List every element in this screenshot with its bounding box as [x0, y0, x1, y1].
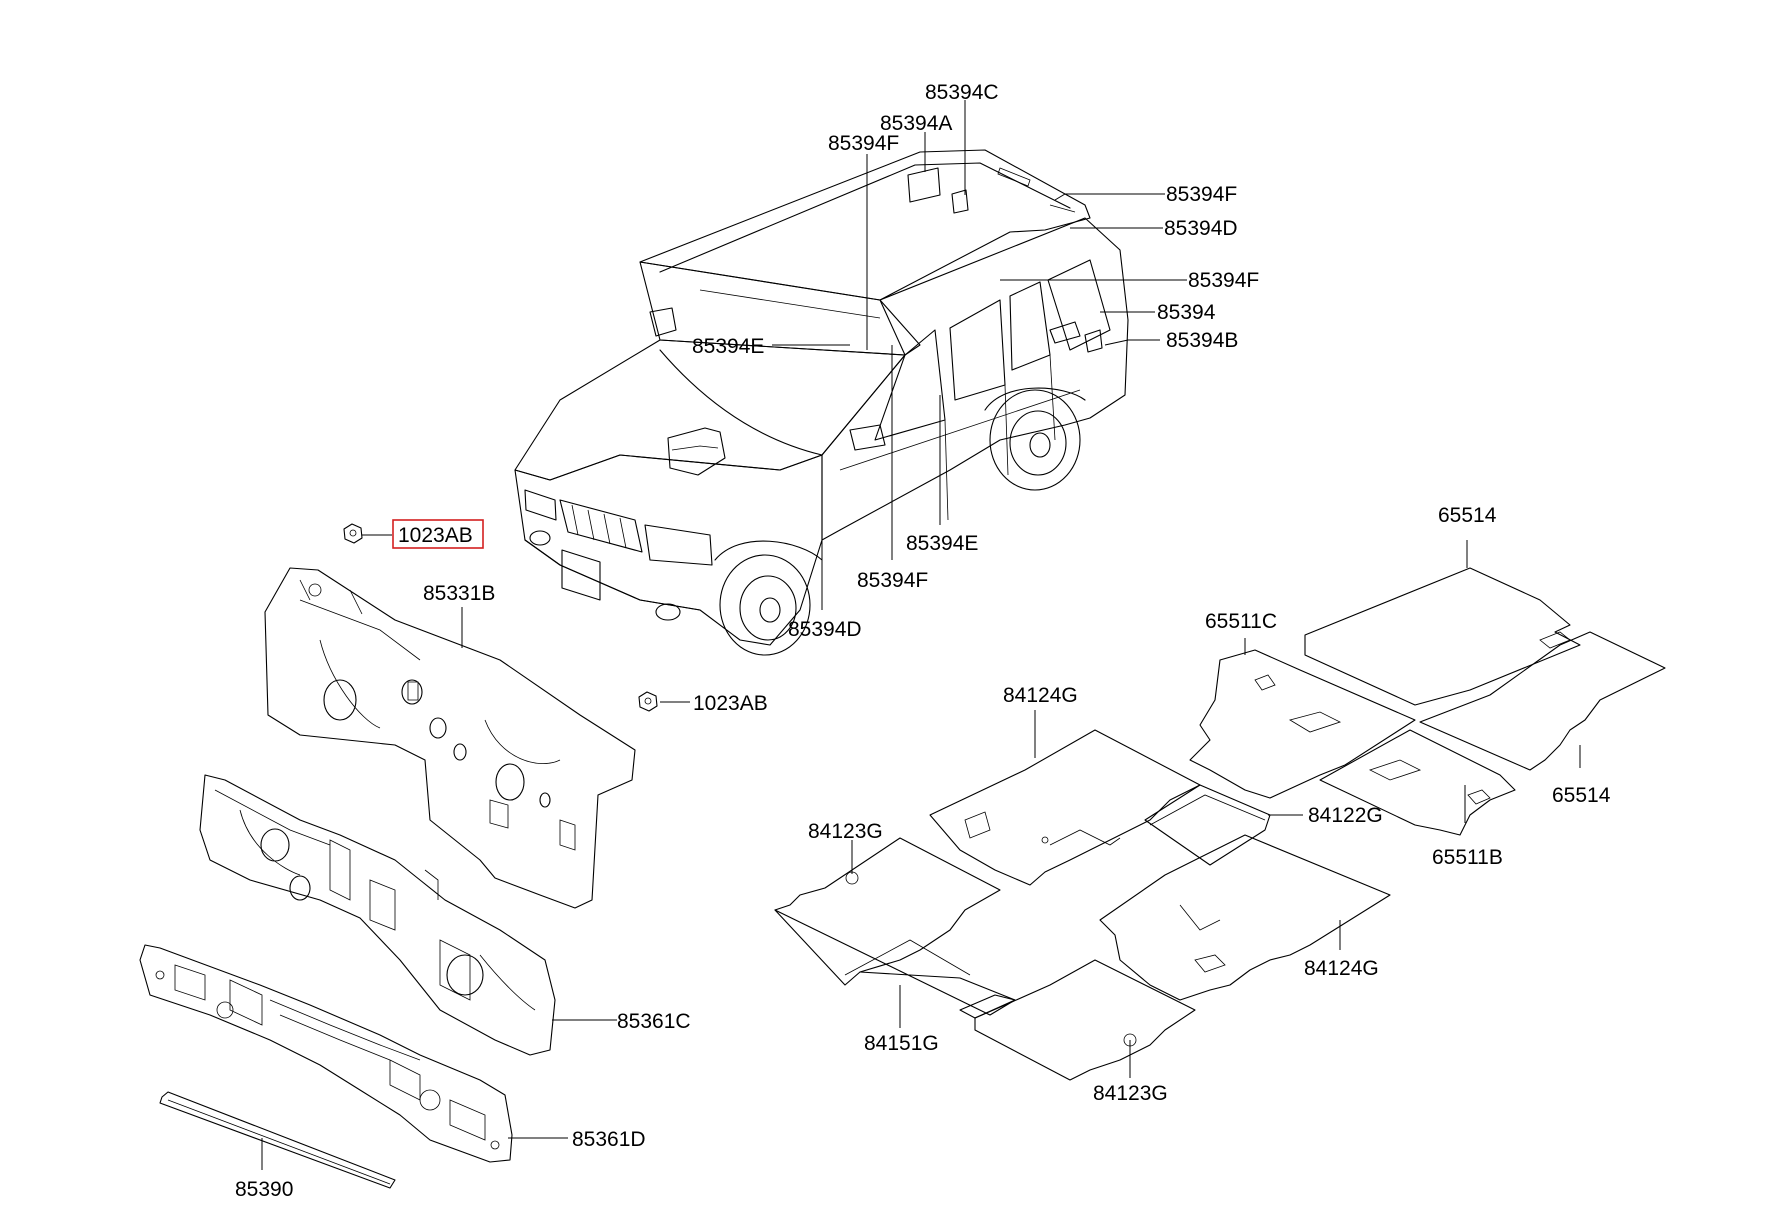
- part-label[interactable]: 84122G: [1308, 804, 1383, 827]
- dash-panel-insulator: [264, 567, 636, 909]
- part-label[interactable]: 84151G: [864, 1032, 939, 1055]
- part-label[interactable]: 85394E: [692, 335, 764, 358]
- part-label[interactable]: 85394E: [906, 532, 978, 555]
- part-label[interactable]: 85390: [235, 1178, 293, 1201]
- part-label[interactable]: 85331B: [423, 582, 495, 605]
- part-label[interactable]: 84123G: [1093, 1082, 1168, 1105]
- part-labels: 85394C 85394A 85394F 85394F 85394D 85394…: [235, 81, 1611, 1201]
- floor-mats: [774, 567, 1666, 1081]
- part-label[interactable]: 85361D: [572, 1128, 646, 1151]
- part-label[interactable]: 85394B: [1166, 329, 1238, 352]
- dash-seal-strip: [159, 1091, 396, 1189]
- part-label[interactable]: 85361C: [617, 1010, 691, 1033]
- leader-lines: [261, 100, 1581, 1170]
- part-label[interactable]: 1023AB: [693, 692, 768, 715]
- part-label[interactable]: 85394F: [1166, 183, 1237, 206]
- part-label[interactable]: 65514: [1438, 504, 1497, 527]
- part-label[interactable]: 85394C: [925, 81, 999, 104]
- mounting-nuts: [343, 523, 658, 712]
- part-label[interactable]: 84123G: [808, 820, 883, 843]
- part-label[interactable]: 65514: [1552, 784, 1611, 807]
- part-label-highlighted[interactable]: 1023AB: [398, 524, 473, 547]
- highlight-box: [392, 519, 484, 549]
- part-label[interactable]: 65511C: [1205, 610, 1277, 633]
- part-label[interactable]: 85394F: [828, 132, 899, 155]
- vehicle-illustration: [514, 149, 1129, 656]
- part-label[interactable]: 85394F: [1188, 269, 1259, 292]
- part-label[interactable]: 84124G: [1304, 957, 1379, 980]
- dash-panel-lower: [139, 944, 513, 1163]
- dash-panel-inner: [199, 774, 556, 1056]
- part-label[interactable]: 85394F: [857, 569, 928, 592]
- part-label[interactable]: 65511B: [1432, 846, 1503, 869]
- part-label[interactable]: 84124G: [1003, 684, 1078, 707]
- part-label[interactable]: 85394D: [788, 618, 862, 641]
- nut-icon: [638, 691, 658, 712]
- part-label[interactable]: 85394A: [880, 112, 952, 135]
- part-label[interactable]: 85394D: [1164, 217, 1238, 240]
- nut-icon: [343, 523, 363, 544]
- part-label[interactable]: 85394: [1157, 301, 1216, 324]
